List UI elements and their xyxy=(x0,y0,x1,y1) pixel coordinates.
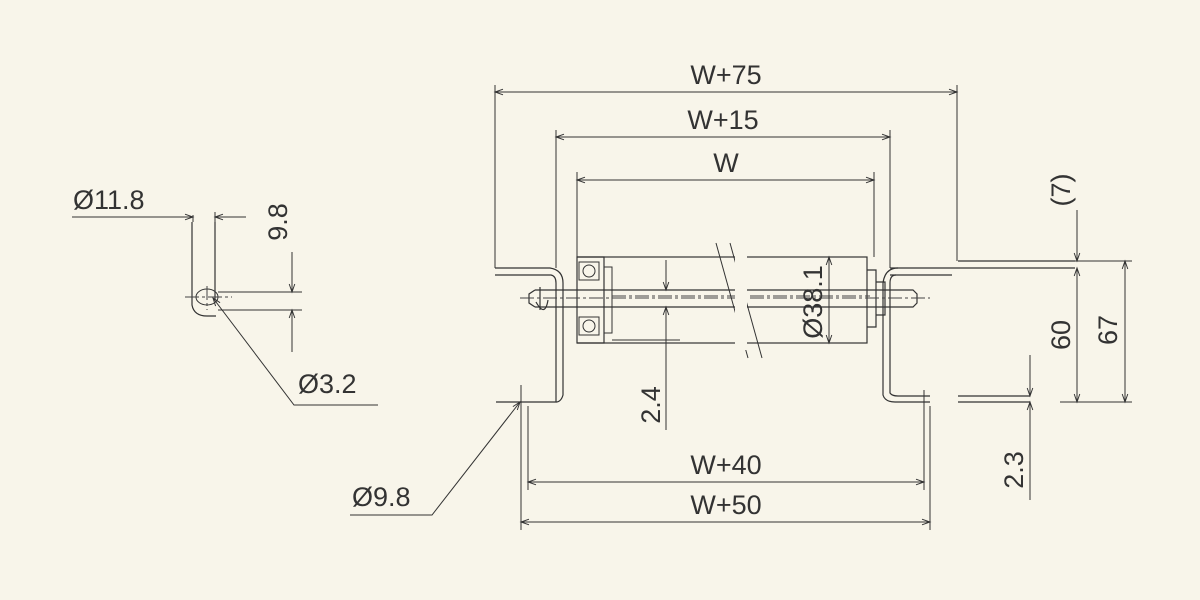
dim-label-d9-8: Ø9.8 xyxy=(352,482,411,512)
dim-label-w-plus-40: W+40 xyxy=(690,450,761,480)
dim-label-d38-1: Ø38.1 xyxy=(798,265,828,339)
dim-label-h67: 67 xyxy=(1093,315,1123,345)
main-view-dimensions xyxy=(350,85,1132,530)
dim-label-w-plus-15: W+15 xyxy=(687,105,758,135)
dim-label-w-plus-75: W+75 xyxy=(690,60,761,90)
dim-label-p7: (7) xyxy=(1046,174,1076,207)
dim-label-h60: 60 xyxy=(1046,320,1076,350)
frame-section-detail xyxy=(72,212,378,406)
dim-label-h2-3: 2.3 xyxy=(999,451,1029,489)
dim-label-d11-8: Ø11.8 xyxy=(73,185,145,215)
dim-label-d3-2: Ø3.2 xyxy=(298,369,357,399)
dim-label-w: W xyxy=(713,148,739,178)
dim-label-h2-4: 2.4 xyxy=(636,386,666,424)
dim-label-h9-8: 9.8 xyxy=(263,203,293,241)
dim-label-w-plus-50: W+50 xyxy=(690,490,761,520)
roller-assembly-view xyxy=(495,242,1075,403)
